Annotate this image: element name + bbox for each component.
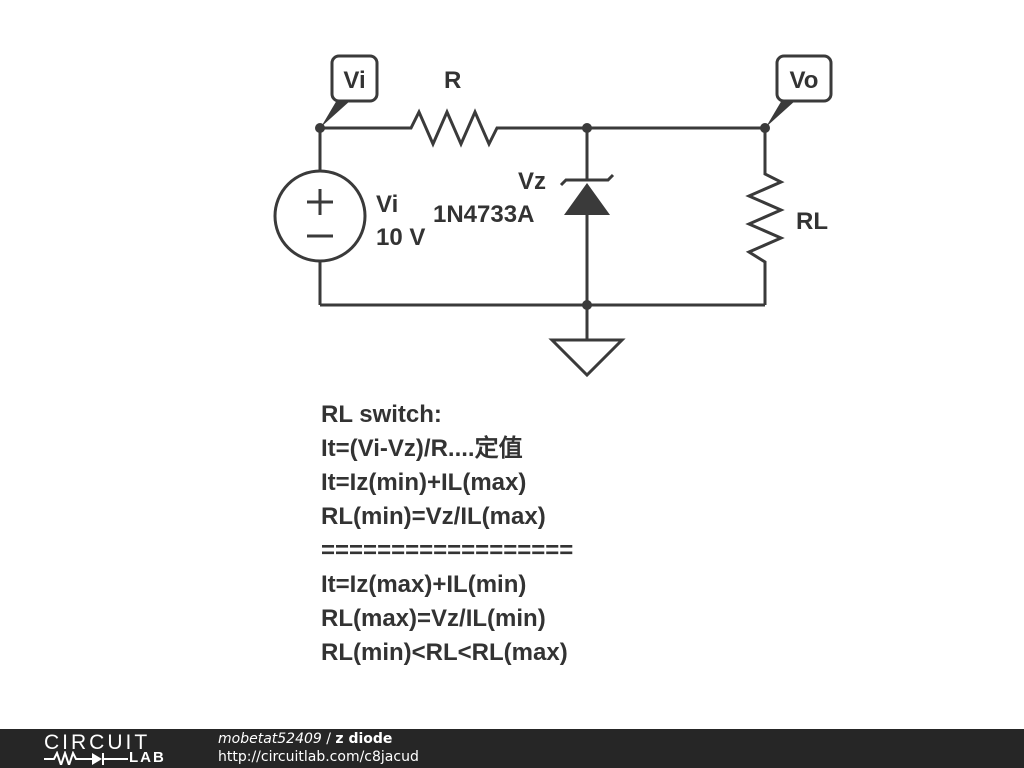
notes-text-block: RL switch: It=(Vi-Vz)/R....定值 It=Iz(min)… [321,398,573,670]
zener-label: Vz [518,168,546,195]
note-line: ================== [321,537,574,564]
note-line: RL(min)=Vz/IL(max) [321,503,546,530]
logo-circuit-icon [44,751,128,765]
probe-vi-label: Vi [343,67,365,94]
resistor-rl [745,168,785,268]
separator: / [321,731,336,747]
junction-dot [582,123,592,133]
junction-dot [582,300,592,310]
probe-vi: Vi [321,54,379,127]
probe-vo: Vo [766,54,833,127]
source-value-label: 10 V [376,224,425,251]
circuit-url-link[interactable]: http://circuitlab.com/c8jacud [218,749,419,765]
ground-symbol [548,338,626,378]
note-line: RL(min)<RL<RL(max) [321,639,568,666]
footer-bar: CIRCUIT LAB mobetat52409 / z diode http:… [0,729,1024,768]
zener-diode-symbol [559,173,615,215]
footer-attribution: mobetat52409 / z diode [218,731,392,748]
note-line: It=(Vi-Vz)/R....定值 [321,435,523,462]
resistor-r [403,108,503,148]
source-name-label: Vi [376,191,398,218]
note-line: It=Iz(max)+IL(min) [321,571,527,598]
voltage-source [273,169,367,263]
probe-vo-label: Vo [790,67,819,94]
author-name[interactable]: mobetat52409 [218,731,322,747]
circuit-schematic: Vi Vo R Vz 1N4733A Vi 10 V RL [273,54,833,378]
load-resistor-label: RL [796,208,828,235]
resistor-r-label: R [444,67,461,94]
zener-part-label: 1N4733A [433,201,534,228]
note-line: It=Iz(min)+IL(max) [321,469,527,496]
circuit-title: z diode [335,731,393,747]
note-line: RL switch: [321,401,442,428]
note-line: RL(max)=Vz/IL(min) [321,605,546,632]
logo-lab-text: LAB [129,749,166,766]
logo-circuit-text: CIRCUIT [44,731,151,754]
